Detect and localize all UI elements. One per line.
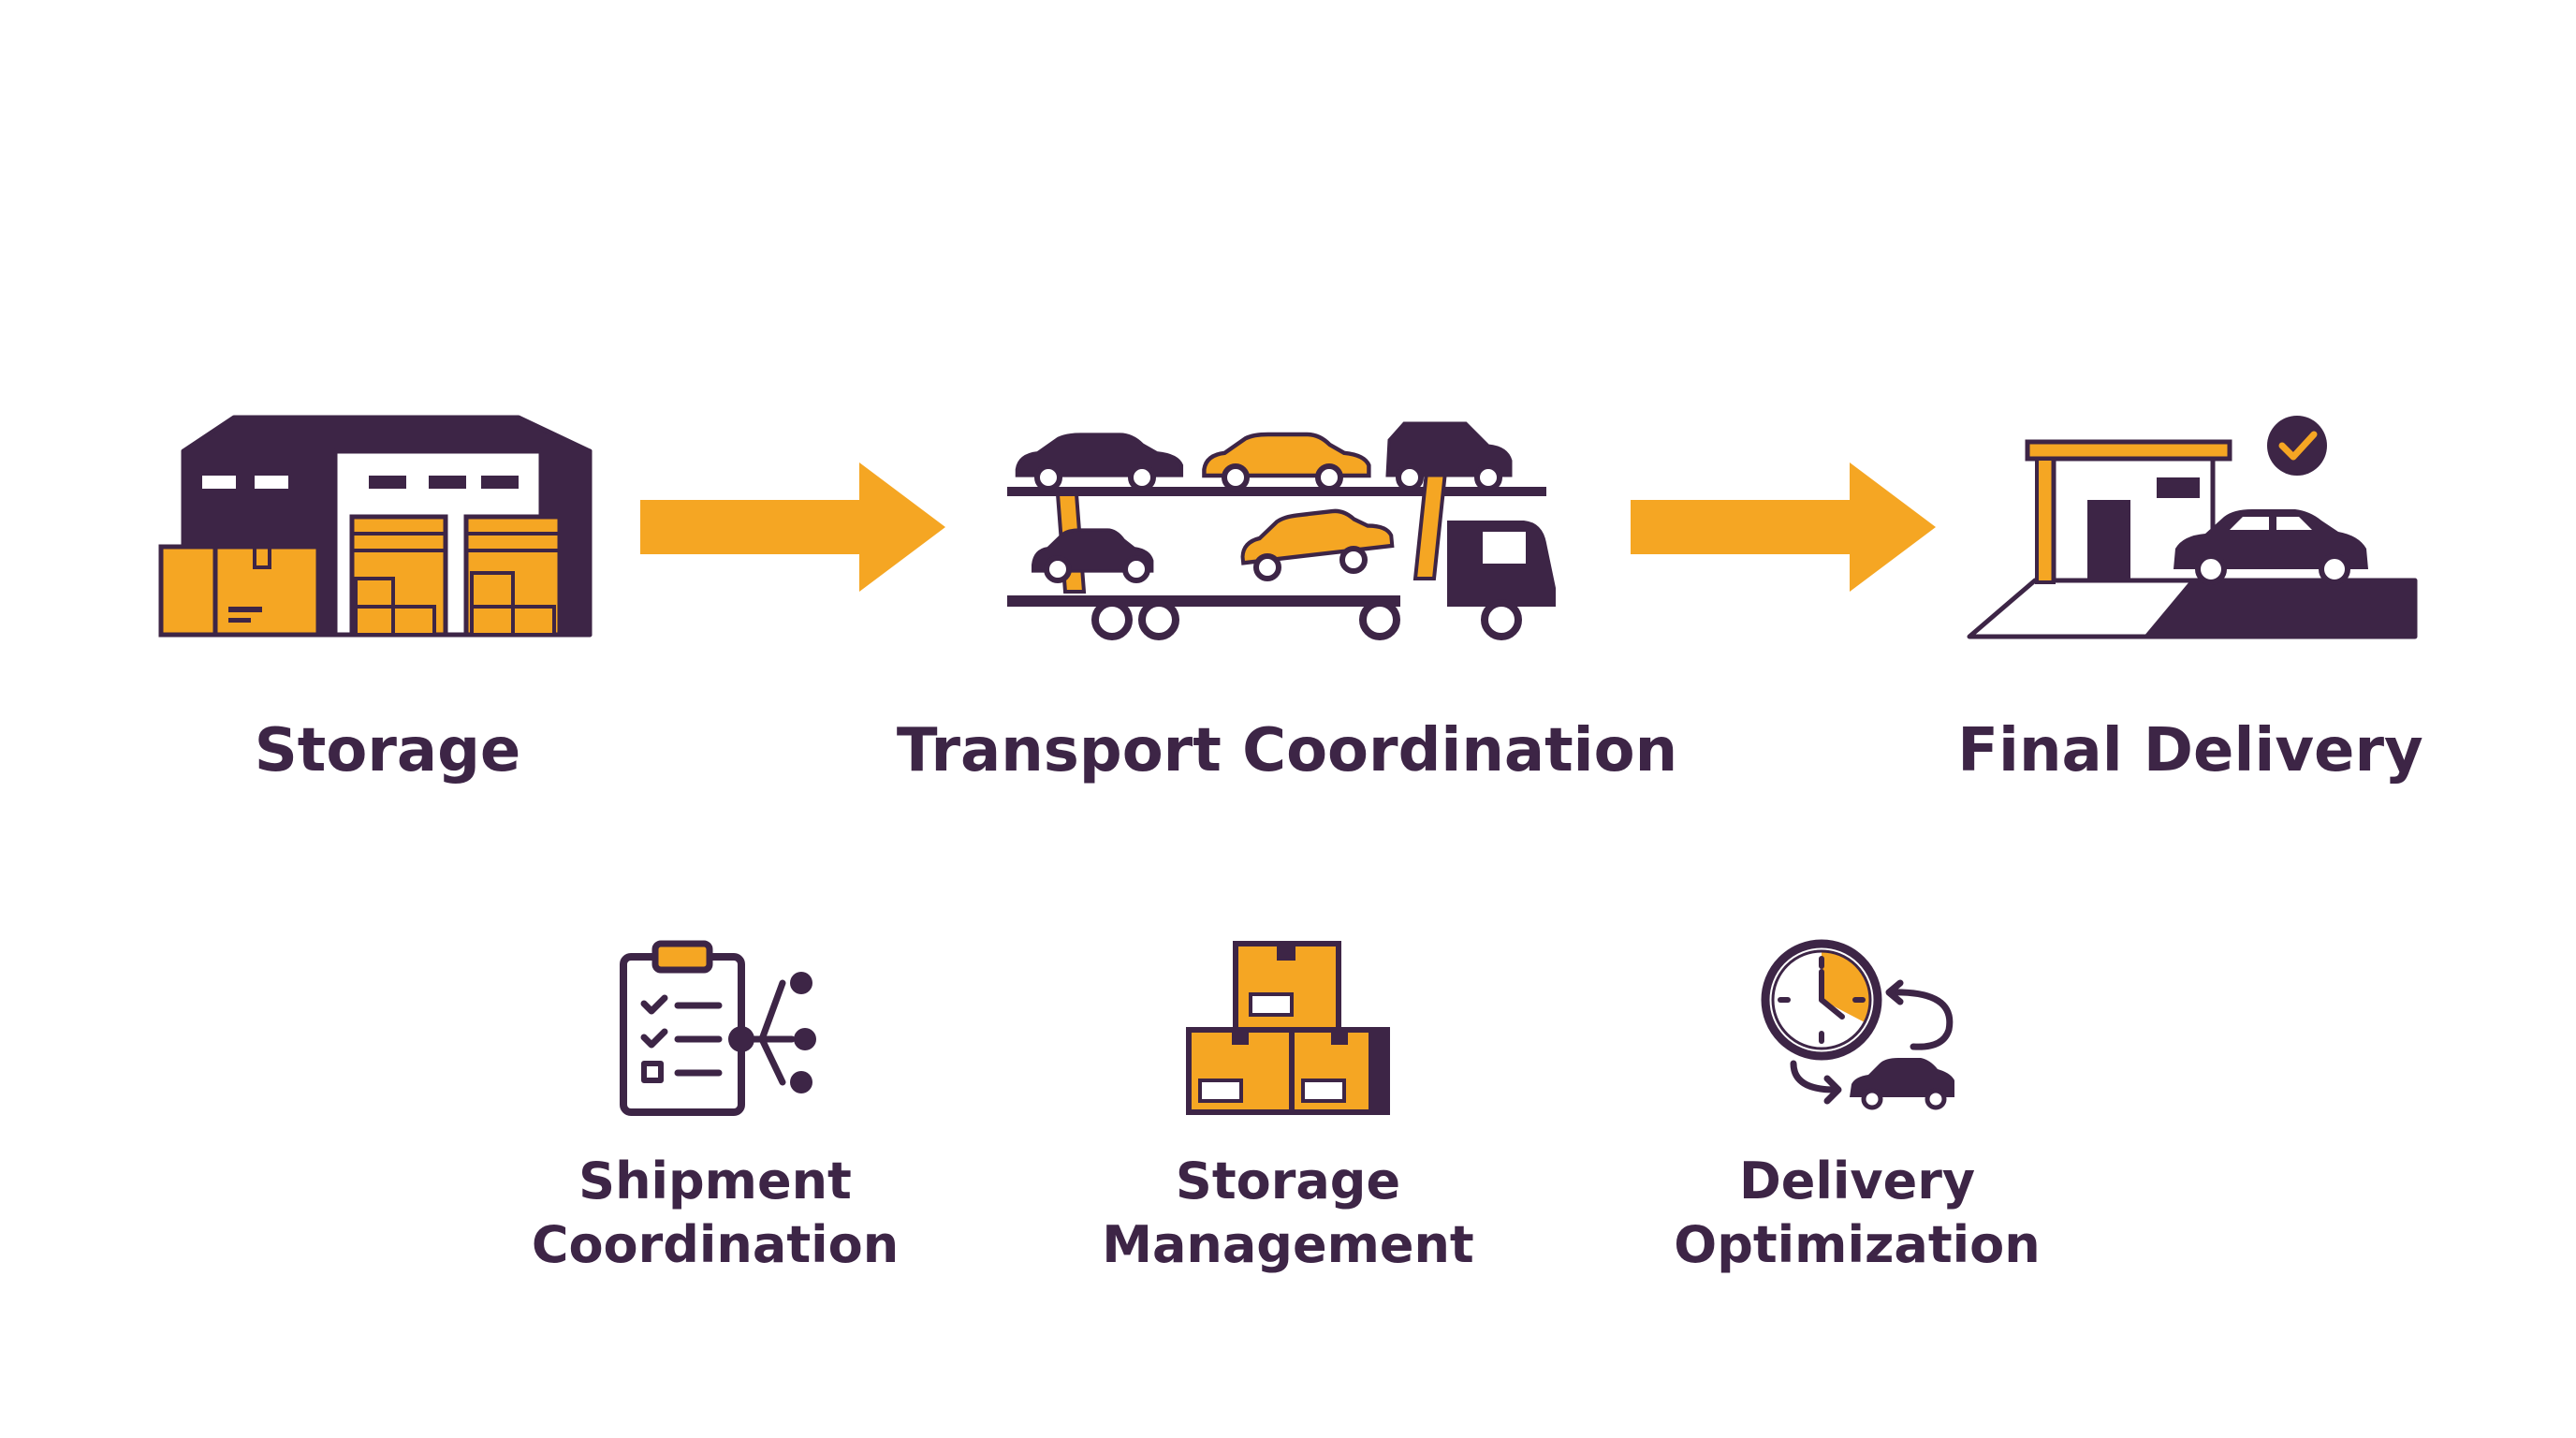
clipboard-network-icon [618,940,822,1118]
service-label-line: Coordination [531,1215,900,1274]
service-label-line: Storage [1175,1152,1401,1211]
clock-car-cycle-icon [1756,938,1962,1116]
warehouse-icon [157,412,593,638]
service-label-shipment-coordination: Shipment Coordination [481,1150,949,1277]
service-label-storage-management: Storage Management [1054,1150,1522,1277]
step-label-transport-coordination: Transport Coordination [896,716,1678,785]
delivery-garage-icon [1966,412,2421,640]
car-carrier-truck-icon [1002,419,1573,640]
service-label-delivery-optimization: Delivery Optimization [1623,1150,2091,1277]
arrow-right-icon [640,462,945,592]
service-label-line: Optimization [1674,1215,2041,1274]
step-label-final-delivery: Final Delivery [1957,716,2423,785]
arrow-right-icon [1631,462,1936,592]
service-label-line: Shipment [578,1152,852,1211]
stacked-boxes-icon [1185,940,1391,1116]
service-label-line: Management [1102,1215,1474,1274]
service-label-line: Delivery [1738,1152,1976,1211]
step-label-storage: Storage [254,716,521,785]
